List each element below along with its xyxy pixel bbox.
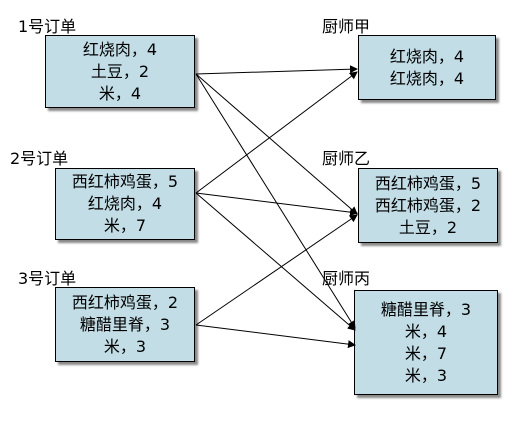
chef-b-item: 西红柿鸡蛋，5 xyxy=(374,173,482,193)
chef-c-item: 米，7 xyxy=(404,343,448,363)
chef-b-item: 土豆，2 xyxy=(398,217,458,237)
order-2-box: 西红柿鸡蛋，5 红烧肉，4 米，7 xyxy=(55,168,195,240)
order-1-title: 1号订单 xyxy=(18,17,77,36)
chef-c-item: 糖醋里脊，3 xyxy=(380,299,472,319)
chef-b-title: 厨师乙 xyxy=(322,149,371,168)
arrow-order1-to-chefC xyxy=(195,73,356,329)
chef-a-title: 厨师甲 xyxy=(322,17,371,36)
order-2-title: 2号订单 xyxy=(10,149,69,168)
order-1-item: 红烧肉，4 xyxy=(82,39,158,59)
order-1-item: 土豆，2 xyxy=(90,61,150,81)
chef-a-box: 红烧肉，4 红烧肉，4 xyxy=(358,35,496,100)
order-2-item: 红烧肉，4 xyxy=(87,194,163,213)
chef-c-item: 米，3 xyxy=(404,365,448,385)
arrow-order1-to-chefB xyxy=(195,73,358,215)
arrow-order2-to-chefC xyxy=(195,192,356,331)
order-3-item: 西红柿鸡蛋，2 xyxy=(71,292,179,312)
arrow-order3-to-chefC xyxy=(195,324,356,349)
arrow-order1-to-chefA xyxy=(195,65,358,75)
chef-a-item: 红烧肉，4 xyxy=(389,68,465,88)
order-2-item: 米，7 xyxy=(103,216,147,235)
arrow-order2-to-chefB xyxy=(195,192,358,217)
chef-c-item: 米，4 xyxy=(404,321,448,341)
chef-c-box: 糖醋里脊，3 米，4 米，7 米，3 xyxy=(354,290,498,395)
chef-a-item: 红烧肉，4 xyxy=(389,46,465,66)
arrow-order2-to-chefA xyxy=(195,71,358,194)
order-3-item: 糖醋里脊，3 xyxy=(79,314,171,334)
order-1-box: 红烧肉，4 土豆，2 米，4 xyxy=(45,35,195,108)
order-2-item: 西红柿鸡蛋，5 xyxy=(71,172,179,191)
order-3-item: 米，3 xyxy=(103,336,147,356)
chef-b-box: 西红柿鸡蛋，5 西红柿鸡蛋，2 土豆，2 xyxy=(358,168,498,243)
order-3-title: 3号订单 xyxy=(18,269,77,288)
order-3-box: 西红柿鸡蛋，2 糖醋里脊，3 米，3 xyxy=(55,287,195,362)
order-1-item: 米，4 xyxy=(98,83,142,103)
chef-c-title: 厨师丙 xyxy=(322,269,371,288)
chef-b-item: 西红柿鸡蛋，2 xyxy=(374,195,482,215)
